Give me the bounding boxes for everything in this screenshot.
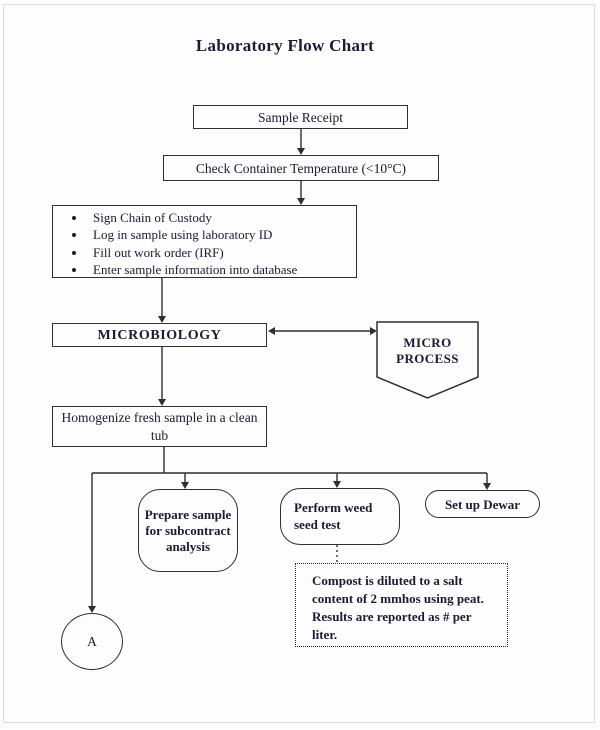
node-homogenize: Homogenize fresh sample in a clean tub [52, 406, 267, 447]
node-sample-receipt: Sample Receipt [193, 105, 408, 129]
node-compost-note: Compost is diluted to a salt content of … [295, 563, 508, 647]
arrow-branch-to-weed-test [333, 473, 341, 488]
intake-step-item: Sign Chain of Custody [87, 209, 356, 226]
arrow-branch-to-dewar [483, 473, 491, 490]
node-microbiology-label: MICROBIOLOGY [97, 327, 222, 343]
node-weed-seed-test-label: Perform weed seed test [294, 500, 373, 532]
arrow-steps-to-microbiology [158, 278, 166, 323]
intake-step-item: Fill out work order (IRF) [87, 244, 356, 261]
node-sample-receipt-label: Sample Receipt [257, 109, 344, 125]
node-check-temperature-label: Check Container Temperature (<10°C) [195, 160, 407, 176]
micro-process-line2: PROCESS [396, 350, 459, 366]
node-set-up-dewar-label: Set up Dewar [444, 496, 521, 512]
node-prepare-subcontract-label: Prepare sample for subcontract analysis [144, 506, 232, 554]
node-intake-steps: Sign Chain of Custody Log in sample usin… [52, 205, 357, 278]
micro-process-shape [376, 321, 479, 399]
arrow-branch-to-connector-a [88, 473, 96, 613]
node-microbiology: MICROBIOLOGY [52, 323, 267, 347]
micro-process-line1: MICRO [403, 335, 452, 350]
node-weed-seed-test: Perform weed seed test [280, 488, 400, 545]
arrow-branch-to-prepare [181, 473, 189, 489]
node-prepare-subcontract: Prepare sample for subcontract analysis [138, 489, 238, 572]
connector-a-label: A [87, 634, 97, 649]
node-check-temperature: Check Container Temperature (<10°C) [163, 155, 439, 181]
node-set-up-dewar: Set up Dewar [425, 490, 540, 518]
intake-step-item: Enter sample information into database [87, 261, 356, 278]
arrow-sample-to-check [297, 129, 305, 155]
intake-steps-list: Sign Chain of Custody Log in sample usin… [53, 209, 356, 279]
node-micro-process-label: MICRO PROCESS [377, 335, 478, 366]
node-homogenize-label: Homogenize fresh sample in a clean tub [61, 410, 258, 443]
arrow-microbiology-microprocess [268, 327, 377, 335]
compost-note-text: Compost is diluted to a salt content of … [312, 573, 491, 642]
page-title: Laboratory Flow Chart [195, 36, 375, 55]
intake-step-item: Log in sample using laboratory ID [87, 226, 356, 243]
arrow-check-to-steps [297, 181, 305, 205]
branch-bar [92, 447, 487, 474]
node-connector-a: A [61, 613, 123, 670]
arrow-microbiology-to-homogenize [158, 347, 166, 406]
